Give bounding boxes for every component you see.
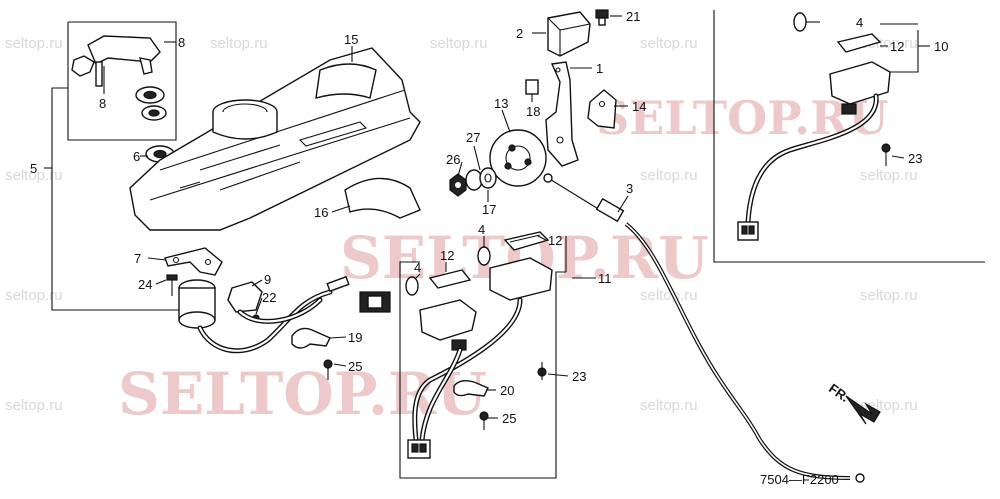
svg-text:seltop.ru: seltop.ru [860,167,918,184]
meter-cover-part [129,47,421,231]
screw-23-right-part [881,143,891,166]
callout-12-right: 12 [890,39,904,54]
callout-27: 27 [466,130,480,145]
switch-harness-wires [197,275,391,354]
nut-18-part [525,79,539,95]
callout-23-right: 23 [908,151,922,166]
svg-text:seltop.ru: seltop.ru [640,35,698,52]
switch-bracket-part [164,247,223,276]
svg-text:seltop.ru: seltop.ru [640,397,698,414]
harness-band-20-part [453,379,489,397]
indicator-harness-wires [407,297,523,459]
callout-21: 21 [626,9,640,24]
svg-text:seltop.ru: seltop.ru [430,35,488,52]
right-indicator-housing-part [829,61,891,115]
front-direction-label: FR. [826,381,852,405]
callout-4-right: 4 [856,15,863,30]
callout-12-center-right: 12 [548,233,562,248]
callout-9: 9 [264,272,271,287]
callout-23-center: 23 [572,369,586,384]
right-indicator-lens-part [836,33,882,53]
callout-4-center: 4 [478,222,485,237]
bulb-4-part [405,246,491,296]
wire-clamp-part [291,327,331,349]
svg-text:seltop.ru: seltop.ru [640,287,698,304]
screw-25-center-part [479,411,489,430]
callout-25-center: 25 [502,411,516,426]
svg-text:seltop.ru: seltop.ru [640,167,698,184]
indicator-cap-part [547,11,591,57]
watermark-lower-left: SELTOP.RU [118,360,487,428]
indicator-lens-part [428,231,550,289]
callout-20: 20 [500,383,514,398]
indicator-group-frame [399,236,567,479]
callout-8-lower: 8 [99,96,106,111]
callout-7: 7 [134,251,141,266]
figure-code: 7504—F2200 [760,472,839,487]
svg-text:seltop.ru: seltop.ru [5,35,63,52]
callout-11: 11 [598,271,612,286]
meter-visor-part [344,177,421,219]
callout-3: 3 [626,181,633,196]
callout-14: 14 [632,99,646,114]
meter-gear-part [489,129,547,187]
callout-5: 5 [30,161,37,176]
right-indicator-bulb-part [793,12,807,32]
svg-text:seltop.ru: seltop.ru [860,287,918,304]
stay-bracket-part [545,61,579,167]
callout-labels: 8 8 5 6 15 16 7 24 9 22 19 25 2 21 1 18 … [30,9,948,426]
bolt-21-part [595,9,609,26]
key-switch-group-frame [51,21,190,311]
plate-14-part [587,89,617,129]
callout-6: 6 [133,149,140,164]
right-inset-frame [713,10,985,263]
callout-22: 22 [262,290,276,305]
speedometer-cable-part [543,173,865,483]
indicator-housing-part [419,257,553,351]
callout-24: 24 [138,277,152,292]
callout-8-top: 8 [178,35,185,50]
svg-text:seltop.ru: seltop.ru [5,287,63,304]
ignition-switch-part [178,279,216,329]
washers-and-nut-part [449,167,497,197]
callout-16: 16 [314,205,328,220]
callout-15: 15 [344,32,358,47]
callout-2: 2 [516,26,523,41]
leader-lines [44,15,930,419]
callout-17: 17 [482,202,496,217]
grommet-parts [135,86,175,163]
key-set-part [71,35,161,87]
svg-text:seltop.ru: seltop.ru [5,397,63,414]
screw-25-left-part [323,359,333,380]
svg-text:seltop.ru: seltop.ru [210,35,268,52]
callout-19: 19 [348,330,362,345]
callout-4-left: 4 [414,260,421,275]
callout-26: 26 [446,152,460,167]
callout-25-left: 25 [348,359,362,374]
callout-18: 18 [526,104,540,119]
screw-23-center-part [537,362,547,380]
callout-1: 1 [596,61,603,76]
screw-24-part [166,274,178,296]
callout-13: 13 [494,96,508,111]
callout-10: 10 [934,39,948,54]
svg-text:seltop.ru: seltop.ru [5,167,63,184]
callout-12-center-left: 12 [440,248,454,263]
right-harness-wires [737,93,879,241]
